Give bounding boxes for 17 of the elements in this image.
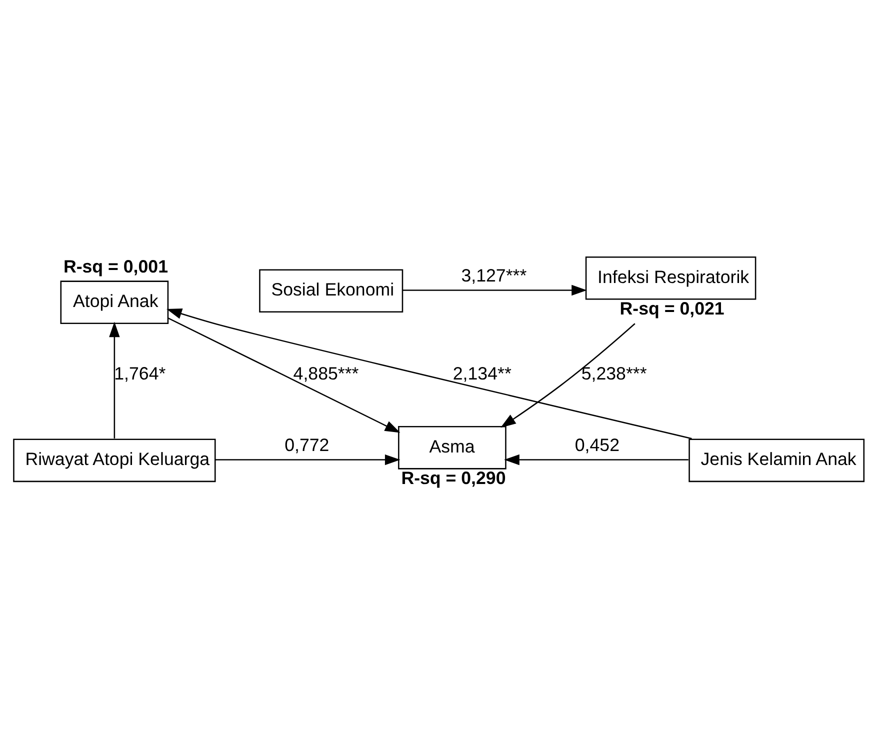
node-label: R-sq = 0,290	[401, 468, 506, 488]
node-label: R-sq = 0,021	[620, 298, 724, 318]
arrow	[504, 454, 688, 465]
arrow	[402, 284, 587, 296]
arrow	[168, 317, 400, 432]
node-label: R-sq = 0,001	[63, 256, 168, 276]
arrow	[215, 454, 400, 465]
edge-label: 0,452	[574, 434, 620, 455]
edge-label: 2,134**	[452, 363, 512, 384]
edge-label: 5,238***	[581, 363, 647, 384]
edge-label: 3,127***	[461, 265, 527, 286]
edge-label: 4,885***	[293, 363, 359, 384]
arrow	[166, 308, 692, 439]
edge-label: 0,772	[284, 434, 330, 455]
edge-label: 1,764*	[114, 363, 166, 384]
arrow	[500, 322, 636, 428]
arrow	[109, 321, 120, 438]
